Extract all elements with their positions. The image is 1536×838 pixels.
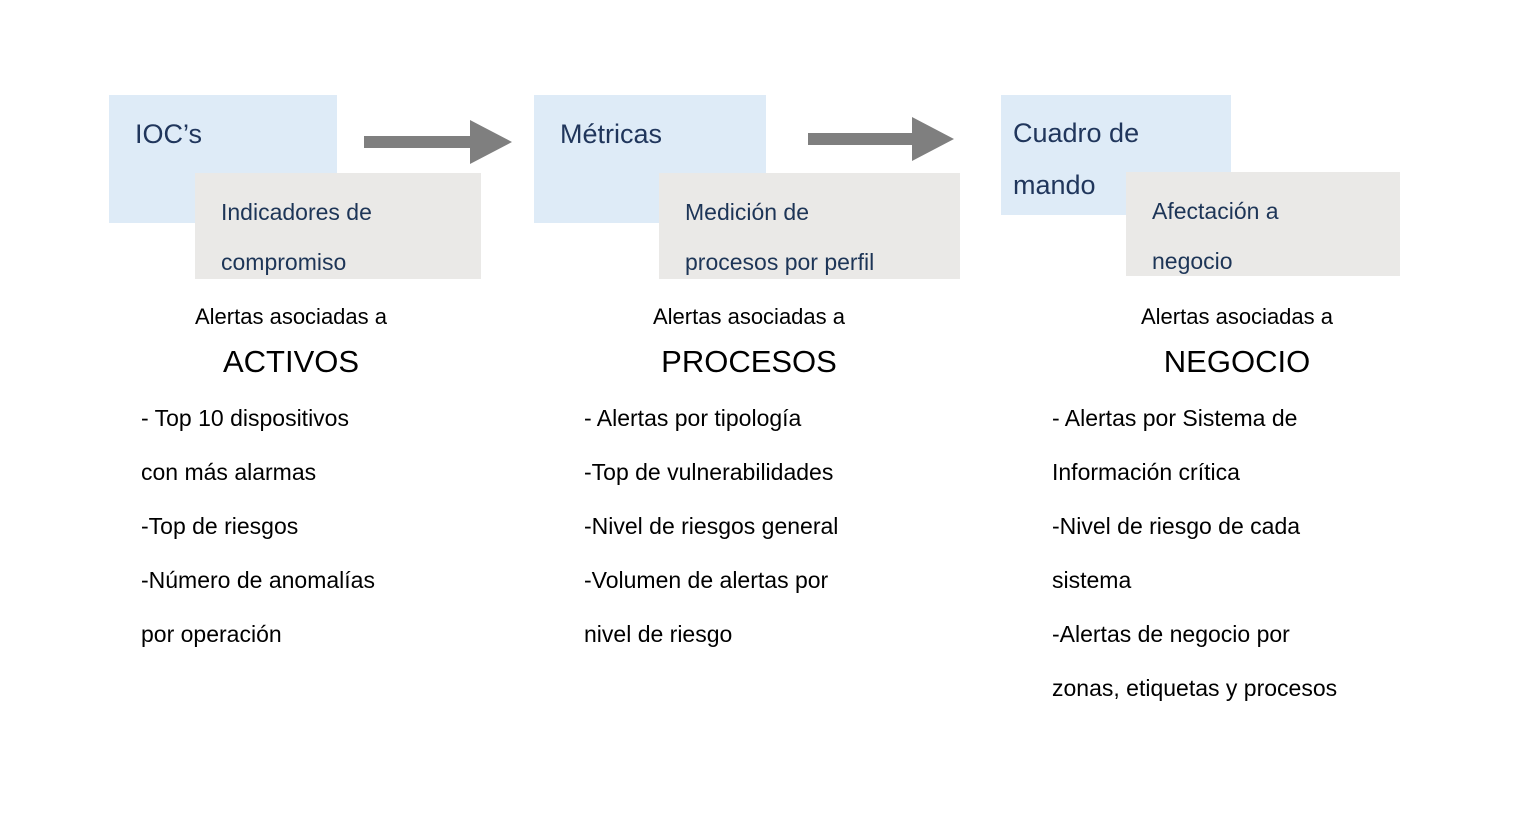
column-bullets-negocio: - Alertas por Sistema de Información crí…	[1052, 391, 1422, 715]
column-bullets-procesos: - Alertas por tipología -Top de vulnerab…	[584, 391, 914, 661]
stage-subbox-metricas: Medición de procesos por perfil	[659, 173, 960, 279]
list-item: - Top 10 dispositivos con más alarmas	[141, 405, 349, 485]
list-item: -Top de vulnerabilidades	[584, 459, 834, 485]
stage-subbox-ioc: Indicadores de compromiso	[195, 173, 481, 279]
list-item: -Nivel de riesgos general	[584, 513, 839, 539]
arrow-metricas-to-cuadro	[806, 115, 956, 163]
arrow-ioc-to-metricas	[362, 118, 514, 166]
column-heading-negocio: NEGOCIO	[1163, 344, 1311, 379]
stage-subtitle-cuadro-de-mando: Afectación a negocio	[1152, 198, 1279, 274]
stage-subbox-cuadro-de-mando: Afectación a negocio	[1126, 172, 1400, 276]
stage-title-ioc: IOC’s	[135, 119, 203, 149]
stage-subtitle-ioc: Indicadores de compromiso	[221, 199, 372, 275]
column-assoc-procesos: Alertas asociadas a	[653, 304, 845, 329]
column-assoc-activos: Alertas asociadas a	[195, 304, 387, 329]
list-item: - Alertas por tipología	[584, 405, 802, 431]
column-assoc-negocio: Alertas asociadas a	[1141, 304, 1333, 329]
stage-title-cuadro-de-mando: Cuadro de mando	[1013, 118, 1140, 200]
stage-subtitle-metricas: Medición de procesos por perfil	[685, 199, 875, 275]
column-heading-activos: ACTIVOS	[222, 344, 360, 379]
list-item: -Número de anomalías por operación	[141, 567, 375, 647]
column-heading-procesos: PROCESOS	[661, 344, 837, 379]
list-item: -Top de riesgos	[141, 513, 299, 539]
list-item: -Nivel de riesgo de cada sistema	[1052, 513, 1301, 593]
column-negocio: Alertas asociadas a NEGOCIO - Alertas po…	[1052, 302, 1422, 715]
column-bullets-activos: - Top 10 dispositivos con más alarmas -T…	[141, 391, 441, 661]
column-activos: Alertas asociadas a ACTIVOS - Top 10 dis…	[141, 302, 441, 661]
stage-title-metricas: Métricas	[560, 119, 663, 149]
list-item: - Alertas por Sistema de Información crí…	[1052, 405, 1298, 485]
column-procesos: Alertas asociadas a PROCESOS - Alertas p…	[584, 302, 914, 661]
list-item: -Alertas de negocio por zonas, etiquetas…	[1052, 621, 1338, 701]
list-item: -Volumen de alertas por nivel de riesgo	[584, 567, 829, 647]
